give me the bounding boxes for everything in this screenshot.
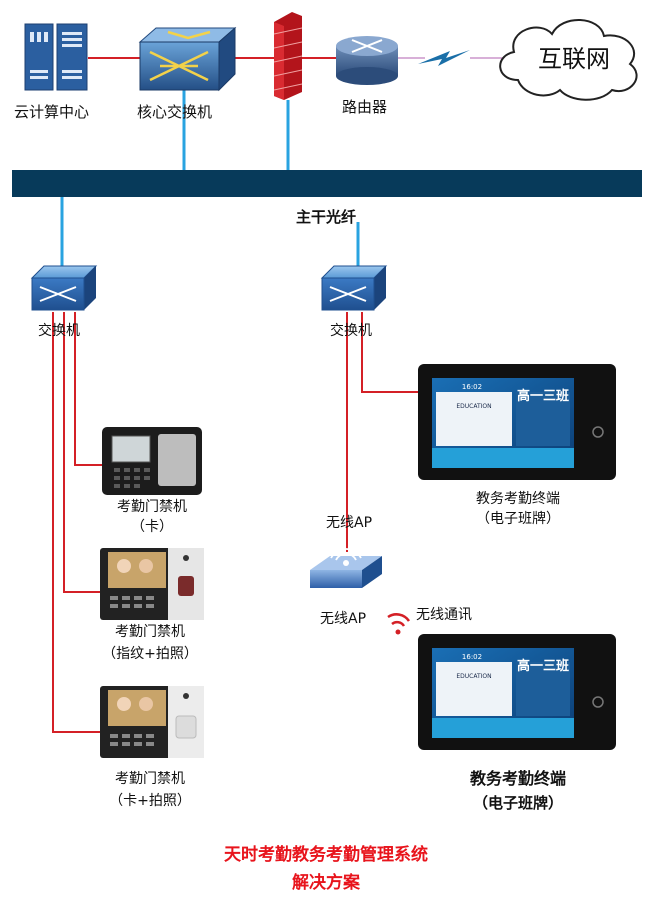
footer-title-line1: 天时考勤教务考勤管理系统 — [224, 845, 428, 865]
terminal-2-label-line2: （电子班牌） — [472, 794, 564, 812]
terminal-2-label-line1: 教务考勤终端 — [469, 769, 567, 788]
terminal-2-magazine: EDUCATION — [456, 673, 491, 680]
right-cables — [346, 312, 418, 552]
terminal-1-time: 16:02 — [462, 383, 482, 391]
wan-link — [398, 50, 510, 66]
firewall-icon — [273, 12, 303, 100]
core-switch-icon — [138, 26, 237, 92]
left-switch-icon — [30, 265, 98, 311]
cloud-center-label: 云计算中心 — [14, 103, 90, 121]
terminal-1-label-line1: 教务考勤终端 — [476, 491, 560, 507]
terminal-1-label-line2: （电子班牌） — [476, 511, 560, 527]
internet-cloud-icon — [499, 19, 638, 101]
wireless-ap-label: 无线AP — [320, 611, 367, 627]
footer-title-line2: 解决方案 — [292, 873, 360, 893]
left-cables — [52, 312, 104, 733]
terminal-1-magazine: EDUCATION — [456, 403, 491, 410]
uplinks — [182, 90, 290, 170]
wireless-signal-icon — [387, 613, 411, 635]
device-3-label-line2: （卡+拍照） — [109, 793, 191, 809]
device-2-label-line2: （指纹+拍照） — [102, 646, 198, 662]
terminal-1-icon — [418, 364, 616, 480]
attendance-card-photo-device-icon — [100, 686, 204, 758]
router-icon — [336, 36, 398, 85]
core-switch-label: 核心交换机 — [137, 103, 213, 121]
attendance-card-device-icon — [102, 427, 202, 495]
device-1-label-line2: （卡） — [131, 519, 173, 535]
server-rack-icon — [24, 23, 88, 91]
device-2-label-line1: 考勤门禁机 — [115, 624, 185, 640]
internet-label: 互联网 — [538, 45, 610, 73]
right-switch-label: 交换机 — [330, 323, 372, 339]
router-label: 路由器 — [342, 98, 388, 116]
wireless-ap-icon — [310, 548, 382, 588]
right-switch-icon — [320, 265, 388, 311]
backbone-downlinks — [60, 197, 360, 270]
wireless-comm-label: 无线通讯 — [416, 607, 472, 623]
device-3-label-line1: 考勤门禁机 — [115, 771, 185, 787]
terminal-1-class-name: 高一三班 — [517, 388, 569, 404]
terminal-2-class-name: 高一三班 — [517, 658, 569, 674]
device-1-label-line1: 考勤门禁机 — [117, 499, 187, 515]
terminal-2-icon — [418, 634, 616, 750]
wireless-ap-top-label: 无线AP — [326, 515, 373, 531]
left-switch-label: 交换机 — [38, 323, 80, 339]
terminal-2-time: 16:02 — [462, 653, 482, 661]
attendance-fingerprint-device-icon — [100, 548, 204, 620]
backbone-bar — [12, 170, 642, 197]
backbone-label: 主干光纤 — [296, 208, 357, 226]
